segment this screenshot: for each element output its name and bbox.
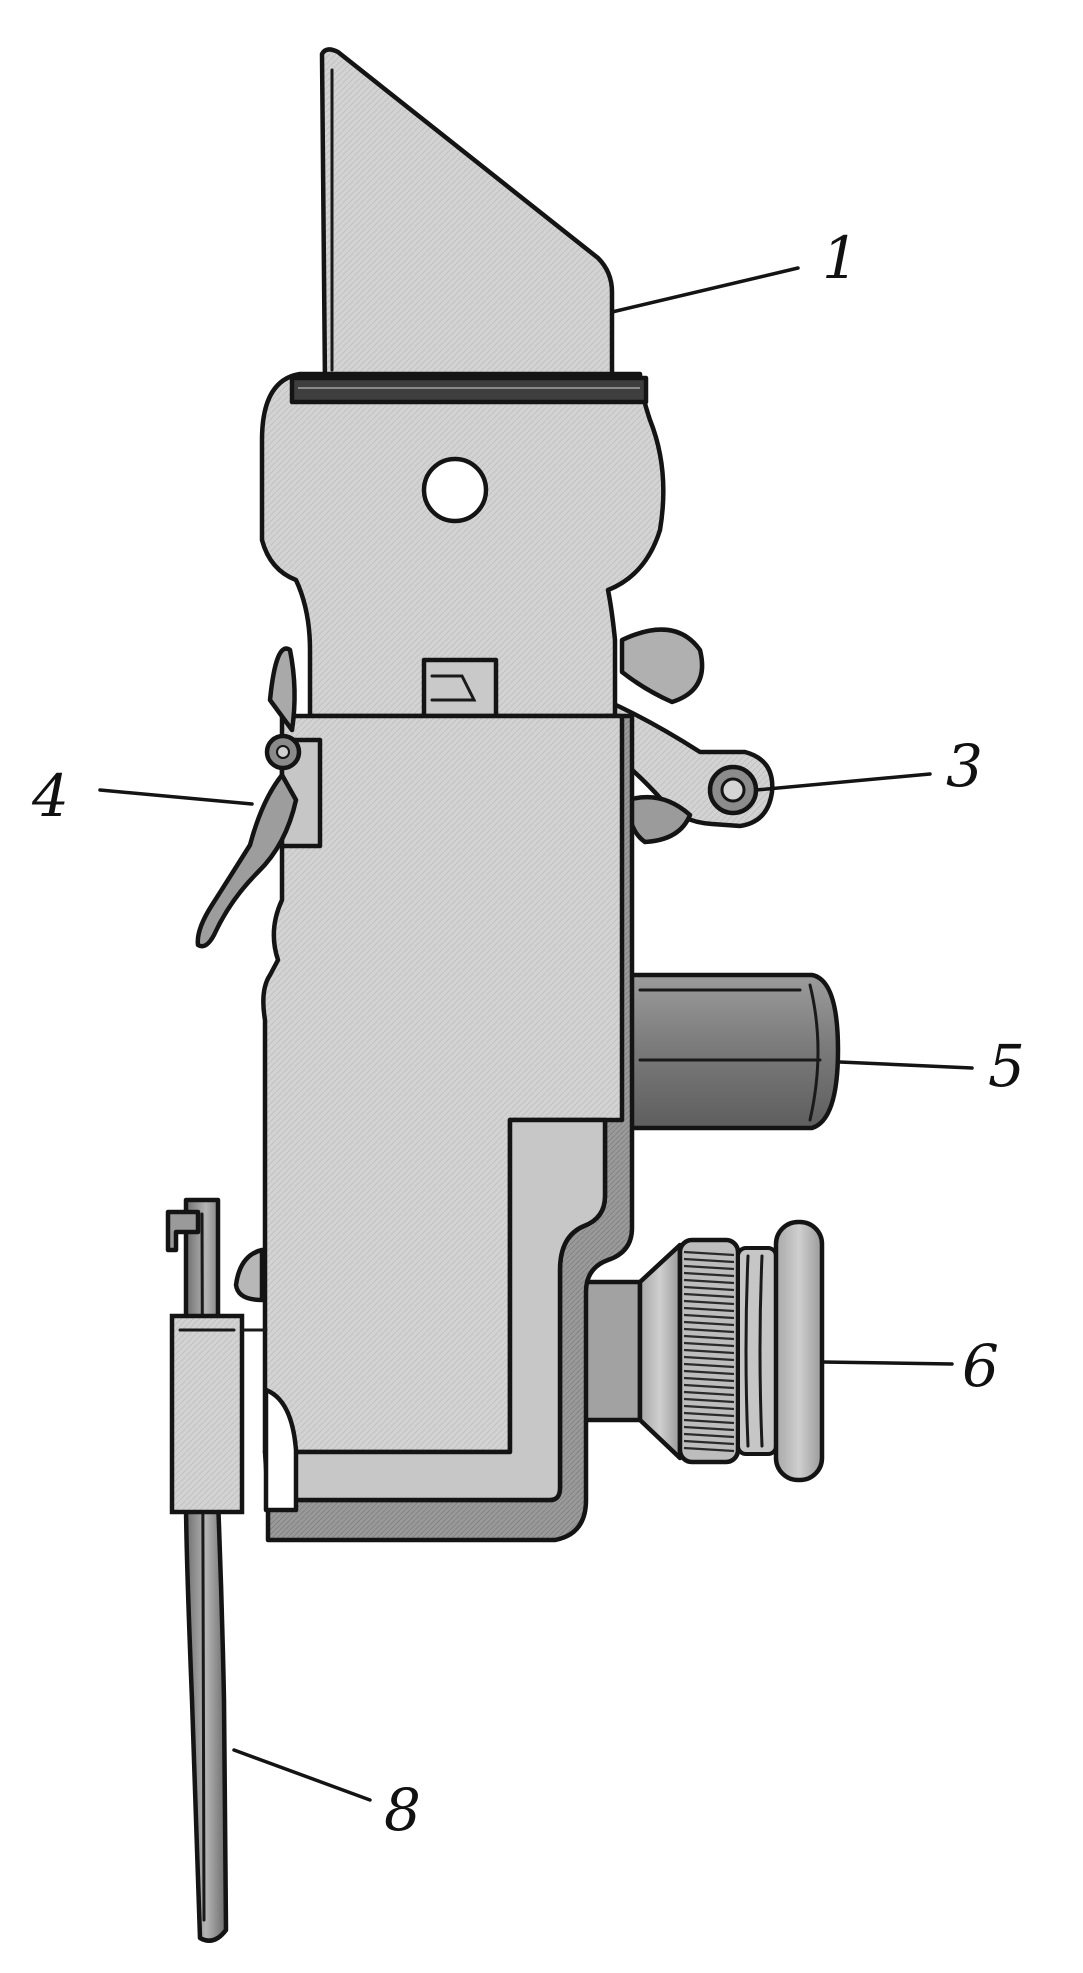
knurl-line [683, 1432, 735, 1439]
callout-8: 8 [384, 1776, 421, 1844]
rod-bracket [169, 1313, 245, 1515]
knurl-line [683, 1411, 735, 1418]
knurl-line [683, 1320, 735, 1327]
callout-labels: 1 3 4 5 6 8 [31, 224, 1025, 1844]
leader-6 [820, 1360, 954, 1366]
knurl-line [683, 1334, 735, 1341]
knurl-line [683, 1355, 735, 1362]
knurl-line [683, 1264, 735, 1271]
latch-lever-part [195, 646, 323, 949]
leader-1 [610, 266, 800, 314]
rod-part [165, 1197, 268, 1943]
callout-lines [98, 266, 974, 1802]
leader-3 [754, 772, 932, 792]
knurl-line [683, 1299, 735, 1306]
knurl-line [683, 1348, 735, 1355]
knurl-line [683, 1418, 735, 1425]
adjustment-knob-part [569, 1219, 825, 1483]
knurl-line [683, 1362, 735, 1369]
leader-5 [838, 1060, 974, 1070]
head-housing [259, 371, 666, 719]
callout-1: 1 [822, 224, 859, 292]
cylinder-part [617, 972, 841, 1131]
callout-6: 6 [962, 1332, 999, 1400]
knurl-line [683, 1306, 735, 1313]
knurl-line [683, 1285, 735, 1292]
knurl-line [683, 1376, 735, 1383]
main-body [233, 713, 635, 1543]
knurl-line [683, 1292, 735, 1299]
knurl-line [683, 1390, 735, 1397]
knurl-line [683, 1439, 735, 1446]
knurl-line [683, 1271, 735, 1278]
callout-4: 4 [31, 762, 69, 830]
knurl-line [683, 1425, 735, 1432]
knurl-line [683, 1383, 735, 1390]
knurl-line [683, 1250, 735, 1257]
knurl-line [683, 1313, 735, 1320]
pivot-arm-part [602, 627, 775, 845]
housing-hole [421, 456, 489, 524]
blade-part [319, 47, 615, 387]
knurl-line [683, 1446, 735, 1453]
knurl-line [683, 1278, 735, 1285]
callout-3: 3 [946, 732, 983, 800]
knurl-line [683, 1369, 735, 1376]
leader-8 [232, 1748, 372, 1802]
knurl-line [683, 1341, 735, 1348]
leader-4 [98, 788, 254, 806]
knurl-line [683, 1397, 735, 1404]
knurl-line [683, 1327, 735, 1334]
knurl-line [683, 1257, 735, 1264]
knurl-line [683, 1404, 735, 1411]
callout-5: 5 [988, 1032, 1025, 1100]
knob-cap [773, 1219, 825, 1483]
